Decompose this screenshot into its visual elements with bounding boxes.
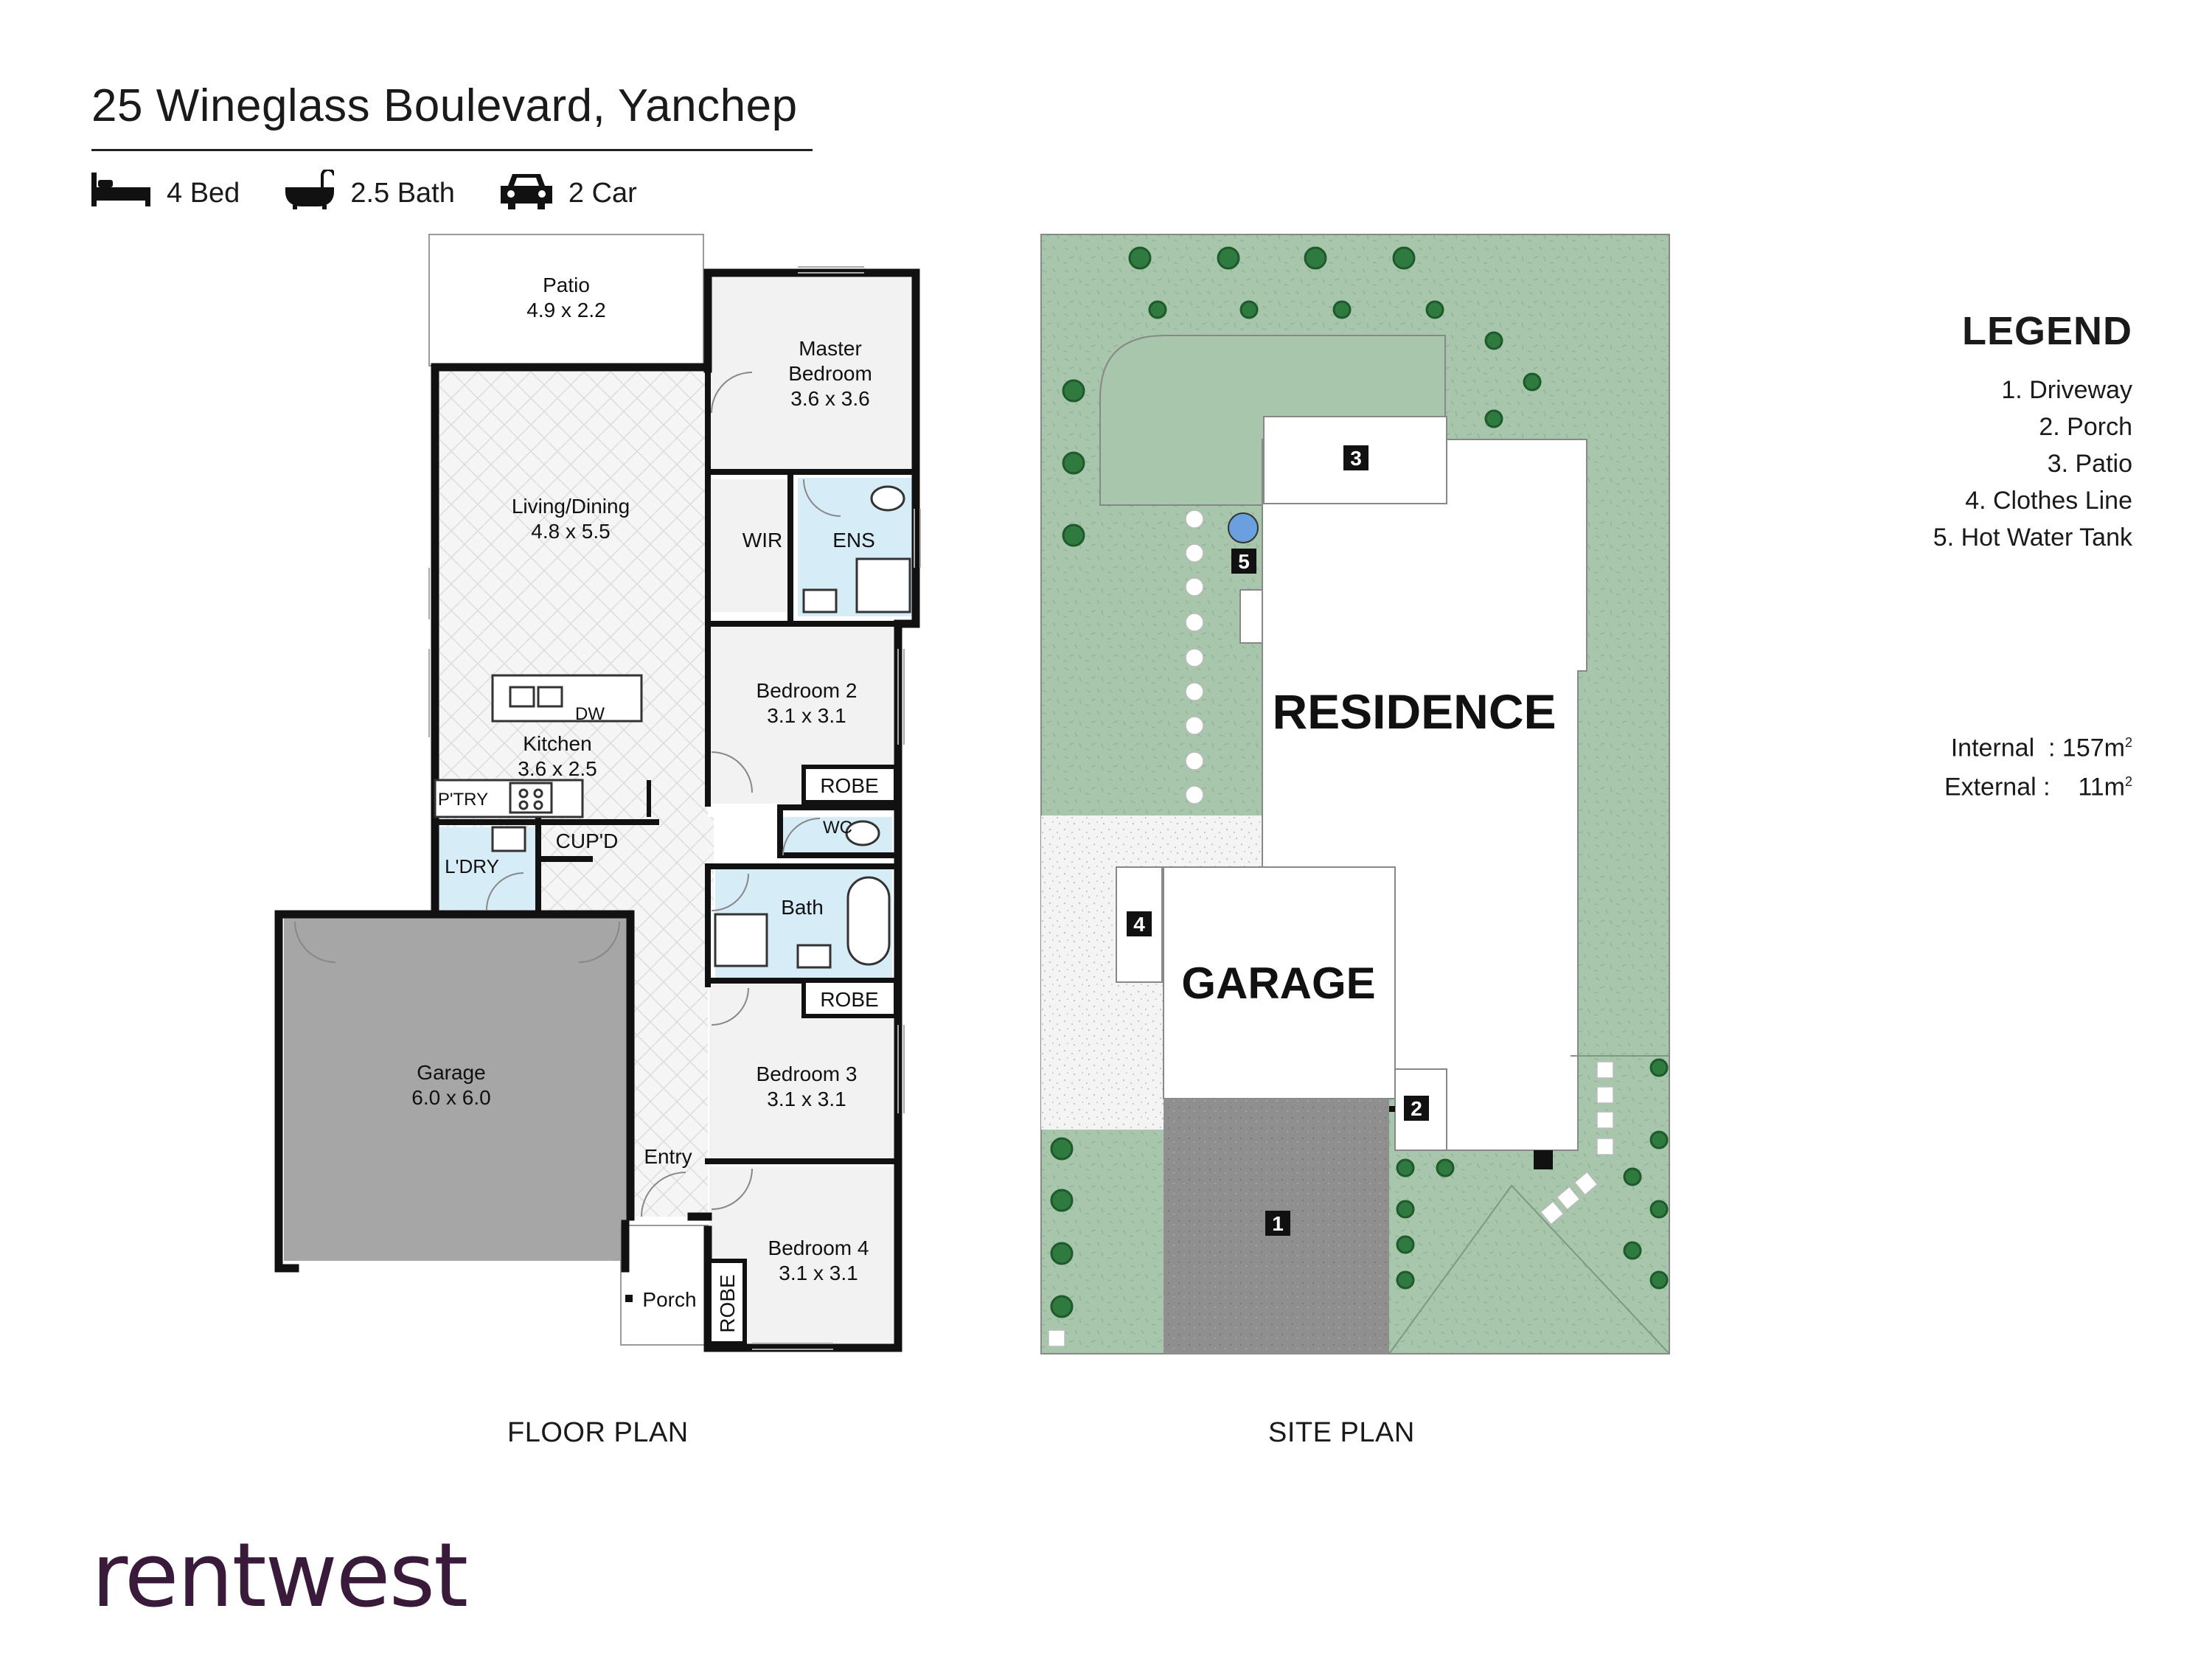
spec-bath: 2.5 Bath bbox=[285, 168, 455, 217]
legend-title: LEGEND bbox=[1961, 309, 2132, 353]
room-entry-name: Entry bbox=[644, 1145, 692, 1168]
legend-item-patio: 3. Patio bbox=[2047, 450, 2132, 478]
brand-logo: rentwest bbox=[91, 1525, 468, 1627]
legend-item-porch: 2. Porch bbox=[2039, 413, 2132, 441]
porch-marker bbox=[625, 1295, 633, 1302]
room-bed2-name: Bedroom 2 bbox=[757, 679, 858, 702]
room-patio-name: Patio bbox=[543, 274, 590, 296]
car-count: 2 Car bbox=[568, 177, 637, 209]
room-bed4-size: 3.1 x 3.1 bbox=[779, 1262, 858, 1284]
spec-bed: 4 Bed bbox=[91, 173, 240, 214]
legend-item-driveway: 1. Driveway bbox=[2001, 376, 2132, 404]
room-robe3-name: ROBE bbox=[716, 1274, 739, 1332]
room-master-name: Master bbox=[799, 337, 862, 360]
property-title: 25 Wineglass Boulevard, Yanchep bbox=[91, 80, 798, 131]
room-bed2-size: 3.1 x 3.1 bbox=[767, 704, 846, 727]
room-ens-name: ENS bbox=[832, 529, 875, 552]
site-marker-1: 1 bbox=[1272, 1212, 1284, 1235]
bed-icon bbox=[91, 173, 167, 214]
room-wir-name: WIR bbox=[742, 529, 782, 552]
car-icon bbox=[500, 170, 568, 217]
spec-car: 2 Car bbox=[500, 170, 637, 217]
room-master-size: 3.6 x 3.6 bbox=[790, 387, 869, 410]
floor-plan-caption: FLOOR PLAN bbox=[507, 1417, 689, 1448]
site-garage-label: GARAGE bbox=[1181, 959, 1375, 1008]
room-patio-size: 4.9 x 2.2 bbox=[526, 299, 605, 321]
bath-icon bbox=[285, 168, 350, 217]
area-summary: Internal : 157m2 External : 11m2 bbox=[1944, 726, 2132, 804]
title-divider bbox=[91, 149, 813, 151]
legend-item-hot-water-tank: 5. Hot Water Tank bbox=[1933, 524, 2132, 552]
room-robe1-name: ROBE bbox=[820, 774, 878, 797]
floor-plan: Patio 4.9 x 2.2 Master Bedroom 3.6 x 3.6… bbox=[274, 234, 921, 1352]
room-bed4-name: Bedroom 4 bbox=[768, 1237, 869, 1259]
room-living-name: Living/Dining bbox=[512, 495, 630, 518]
area-internal: Internal : 157m2 bbox=[1950, 734, 2132, 762]
room-porch-name: Porch bbox=[642, 1288, 696, 1311]
site-marker-3: 3 bbox=[1350, 447, 1362, 470]
room-wc-name: WC bbox=[823, 818, 852, 838]
area-external: External : 11m2 bbox=[1944, 773, 2132, 801]
bath-count: 2.5 Bath bbox=[350, 177, 455, 209]
room-kitchen-size: 3.6 x 2.5 bbox=[518, 757, 597, 780]
site-plan-caption: SITE PLAN bbox=[1268, 1417, 1415, 1448]
room-bed3-name: Bedroom 3 bbox=[757, 1062, 858, 1085]
room-master-name2: Bedroom bbox=[788, 362, 872, 385]
room-bed3-size: 3.1 x 3.1 bbox=[767, 1088, 846, 1110]
room-ptry-name: P'TRY bbox=[438, 790, 488, 810]
room-garage-size: 6.0 x 6.0 bbox=[411, 1086, 490, 1109]
site-marker-2: 2 bbox=[1411, 1097, 1422, 1120]
room-robe2-name: ROBE bbox=[820, 988, 878, 1011]
room-cupd-name: CUP'D bbox=[556, 830, 619, 852]
room-bath-name: Bath bbox=[781, 896, 824, 919]
room-dw-name: DW bbox=[575, 704, 605, 724]
site-residence-label: RESIDENCE bbox=[1272, 684, 1556, 739]
room-garage-name: Garage bbox=[417, 1061, 485, 1084]
bed-count: 4 Bed bbox=[167, 177, 240, 209]
legend-item-clothes-line: 4. Clothes Line bbox=[1965, 487, 2132, 515]
site-plan: 1 2 3 4 5 RESIDENCE GARAGE bbox=[1040, 234, 1670, 1354]
property-specs: 4 Bed 2.5 Bath 2 Car bbox=[91, 168, 683, 217]
room-ldry-name: L'DRY bbox=[445, 855, 499, 877]
room-kitchen-name: Kitchen bbox=[523, 732, 591, 755]
room-living-size: 4.8 x 5.5 bbox=[531, 520, 610, 543]
legend: LEGEND 1. Driveway 2. Porch 3. Patio 4. … bbox=[1764, 308, 2132, 556]
site-marker-5: 5 bbox=[1238, 550, 1250, 573]
site-marker-4: 4 bbox=[1133, 913, 1145, 936]
